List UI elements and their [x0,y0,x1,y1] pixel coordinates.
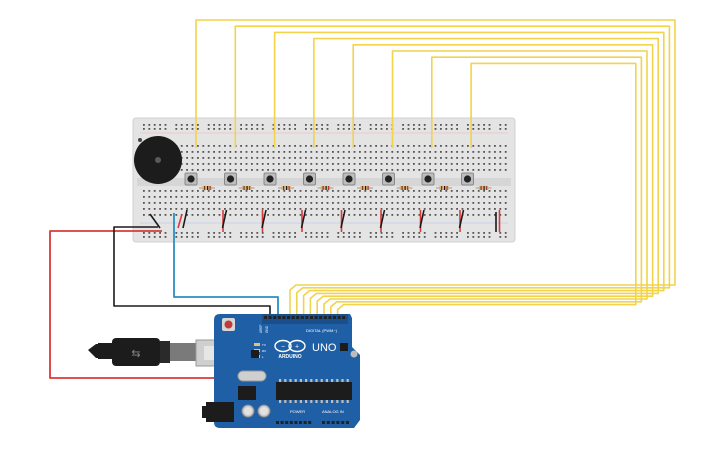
ground-jumper [221,209,228,229]
ground-jumper [149,213,161,229]
svg-text:+: + [295,344,299,351]
ground-jumper [340,209,346,229]
resistor-icon [357,186,373,190]
svg-text:⇆: ⇆ [131,347,140,360]
ground-jumper [300,209,307,229]
tx-label: TX [262,343,266,347]
digital-header [264,316,346,319]
resistor-icon [317,186,334,190]
resistor-icon [238,186,255,190]
signal-wire [336,62,637,318]
rx-label: RX [262,349,266,353]
arduino-brand-text: ARDUINO [278,354,301,360]
gnd-label: GND [265,325,269,333]
ground-jumper [419,209,425,229]
pushbutton-icon [421,172,435,186]
signal-wire [273,31,665,318]
signal-wire [309,37,660,318]
svg-text:−: − [281,344,285,351]
breadboard [132,117,516,243]
pushbutton-icon [303,172,316,186]
ground-wire [113,226,271,315]
power-analog-header [276,421,349,424]
breadboard-rail-marks [140,132,508,224]
buzzer-icon [134,136,182,184]
resistor-icon [475,186,492,190]
ground-jumper [379,209,386,229]
pushbutton-icon [184,172,198,186]
ground-jumper [458,209,465,229]
pushbutton-icon [224,172,237,186]
breadboard-components [149,172,501,232]
arduino-logo: − + [274,339,306,353]
analog-label: ANALOG IN [322,409,344,414]
buzzer-wire [173,213,279,315]
signal-wires [195,19,676,318]
ground-jumper [182,209,188,229]
signal-wire [316,43,654,318]
aref-label: AREF [259,324,263,333]
resistor-icon [278,186,294,190]
ground-jumper [261,209,267,229]
l-label: L [262,355,264,359]
digital-label: DIGITAL (PWM~) [306,328,338,333]
signal-wire [234,25,671,318]
microcontroller-pins [279,379,349,403]
power-jumper [177,213,183,229]
pushbutton-icon [461,172,474,186]
signal-wire [323,50,648,318]
resistor-icon [436,186,452,190]
power-label: POWER [290,409,305,414]
resistor-icon [199,186,215,190]
signal-wire [329,56,643,318]
pushbutton-icon [382,172,395,186]
resistor-icon [396,186,413,190]
pushbutton-icon [342,172,356,186]
pushbutton-icon [263,172,277,186]
signal-wire [195,19,676,318]
arduino-uno-board: − + ARDUINO UNO DIGITAL (PWM~) AREF GND … [202,314,360,428]
arduino-model-text: UNO [312,342,337,354]
